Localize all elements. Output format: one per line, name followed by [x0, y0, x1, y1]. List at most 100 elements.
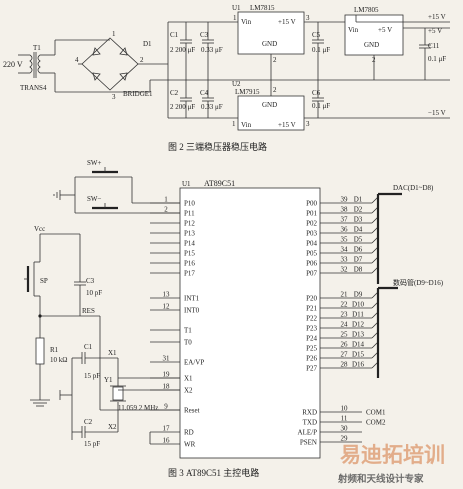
watermark-sub: 射频和天线设计专家 [337, 473, 424, 485]
bridge-rectifier: 1 2 3 4 D1 BRIDGE1 [55, 30, 168, 101]
mcu-pin-net: D16 [352, 361, 365, 369]
figure-2-power-supply: T1 220 V TRANS4 1 2 3 4 D1 BRIDGE1 [3, 4, 450, 152]
mcu-right-pin-name: PSEN [300, 439, 317, 447]
reg3-name: LM7915 [235, 88, 260, 96]
mcu-left-pin-name: EA/VP [184, 359, 204, 367]
mcu-left-pin-name: P11 [184, 210, 195, 218]
mcu-right-pin-number: 32 [341, 266, 349, 274]
x1-node: X1 [108, 349, 117, 357]
regulator-lm7915: U2 LM7915 GND Vin +15 V 2 1 3 [232, 80, 310, 131]
mcu-right-pin-number: 34 [341, 246, 349, 254]
cap-c2-value: 2 200 μF [170, 103, 195, 111]
cap-c4-value: 0.33 μF [201, 103, 223, 111]
mcu-left-pin-name: X2 [184, 387, 193, 395]
mcu-pin-net: D2 [354, 206, 363, 214]
mcu-pin-net: COM2 [366, 419, 386, 427]
mcu-right-pin-number: 35 [341, 236, 349, 244]
cap-c6-id: C6 [312, 89, 321, 97]
mcu-left-pin-name: X1 [184, 375, 193, 383]
mcu-right-pin-name: TXD [303, 419, 317, 427]
mcu-right-pin-name: P02 [306, 220, 317, 228]
reg3-pin2: 2 [273, 86, 277, 94]
mcu-left-pin-name: P13 [184, 230, 195, 238]
mcu-left-pin-number: 18 [163, 383, 171, 391]
reg1-pin2: 2 [273, 56, 277, 64]
cap-c1-xtal-value: 15 pF [84, 372, 100, 380]
cap-c5-value: 0.1 μF [312, 46, 330, 54]
mcu-id: U1 [182, 180, 191, 188]
mcu-pin-net: D14 [352, 341, 365, 349]
mcu-right-pin-number: 39 [341, 196, 349, 204]
mcu-pin-net: D12 [352, 321, 365, 329]
sw-plus-label: SW+ [87, 159, 102, 167]
reg2-out: +5 V [378, 26, 392, 34]
cap-c1-xtal-id: C1 [84, 343, 93, 351]
seg-bus-label: 数码管(D9~D16) [393, 278, 444, 287]
mcu-pin-net: COM1 [366, 409, 386, 417]
mcu-pin-net: D7 [354, 256, 363, 264]
mcu-left-pin-number: 19 [163, 371, 171, 379]
rail-plus15: +15 V [428, 13, 446, 21]
mcu-right-pin-name: P24 [306, 335, 317, 343]
mcu-right-pin-number: 26 [341, 341, 349, 349]
mcu-pin-net: D11 [352, 311, 364, 319]
mcu-right-pin-number: 29 [341, 435, 349, 443]
mcu-right-pin-number: 38 [341, 206, 349, 214]
mcu-left-pin-name: RD [184, 429, 194, 437]
mcu-right-pin-name: P26 [306, 355, 317, 363]
mcu-pin-net: D13 [352, 331, 365, 339]
bridge-pin-1: 1 [112, 30, 116, 38]
mcu-pin-net: D4 [354, 226, 363, 234]
reg2-name: LM7805 [354, 6, 379, 14]
reg3-id: U2 [232, 80, 241, 88]
mcu-right-pin-number: 36 [341, 226, 349, 234]
cap-c11-id: C11 [428, 42, 440, 50]
mcu-right-pin-name: P22 [306, 315, 317, 323]
regulator-lm7815: U1 LM7815 Vin +15 V GND 1 3 2 [232, 4, 310, 80]
mcu-right-pin-number: 30 [341, 425, 349, 433]
reg1-id: U1 [232, 4, 241, 12]
cap-c6-value: 0.1 μF [312, 102, 330, 110]
reg1-pin3: 3 [306, 14, 310, 22]
mcu-left-pin-name: P16 [184, 260, 195, 268]
reg1-gnd: GND [262, 40, 277, 48]
mcu-right-pin-number: 21 [341, 291, 349, 299]
mcu-right-pin-number: 10 [341, 405, 349, 413]
mcu-right-pin-name: P06 [306, 260, 317, 268]
mcu-left-pin-name: T1 [184, 327, 192, 335]
mcu-right-pin-number: 23 [341, 311, 349, 319]
reg1-out: +15 V [278, 18, 296, 26]
mcu-right-pin-name: P25 [306, 345, 317, 353]
mcu-pin-net: D1 [354, 196, 363, 204]
cap-c3-id: C3 [200, 31, 209, 39]
bridge-pin-4: 4 [75, 56, 79, 64]
res-node-label: RES [82, 307, 95, 315]
watermark-main: 易迪拓培训 [340, 443, 445, 467]
regulator-lm7805: LM7805 Vin +5 V GND 2 [344, 6, 404, 80]
sw-minus-label: SW− [87, 195, 102, 203]
cap-c3-reset-value: 10 pF [86, 289, 102, 297]
mcu-left-pin-name: P14 [184, 240, 195, 248]
vcc-label: Vcc [34, 225, 45, 233]
mcu-right-pin-name: ALE/P [298, 429, 318, 437]
mcu-right-pin-number: 28 [341, 361, 349, 369]
bridge-name: BRIDGE1 [123, 90, 153, 98]
cap-c2-xtal-id: C2 [84, 418, 93, 426]
mcu-left-pin-name: P10 [184, 200, 195, 208]
reg2-vin: Vin [348, 26, 359, 34]
mcu-left-pin-name: T0 [184, 339, 192, 347]
r1-value: 10 kΩ [50, 356, 67, 364]
reg3-vin: Vin [241, 121, 252, 129]
mcu-right-pin-number: 24 [341, 321, 349, 329]
mcu-right-pin-number: 27 [341, 351, 349, 359]
cap-c1-id: C1 [170, 31, 179, 39]
mcu-left-pin-name: INT0 [184, 307, 200, 315]
mcu-right-pin-number: 37 [341, 216, 349, 224]
mcu-left-pin-number: 1 [164, 196, 168, 204]
mcu-pin-net: D3 [354, 216, 363, 224]
mcu-left-pin-name: WR [184, 441, 196, 449]
mains-voltage: 220 V [3, 60, 23, 69]
dac-bus-label: DAC(D1~D8) [393, 184, 434, 192]
bridge-pin-2: 2 [140, 56, 144, 64]
